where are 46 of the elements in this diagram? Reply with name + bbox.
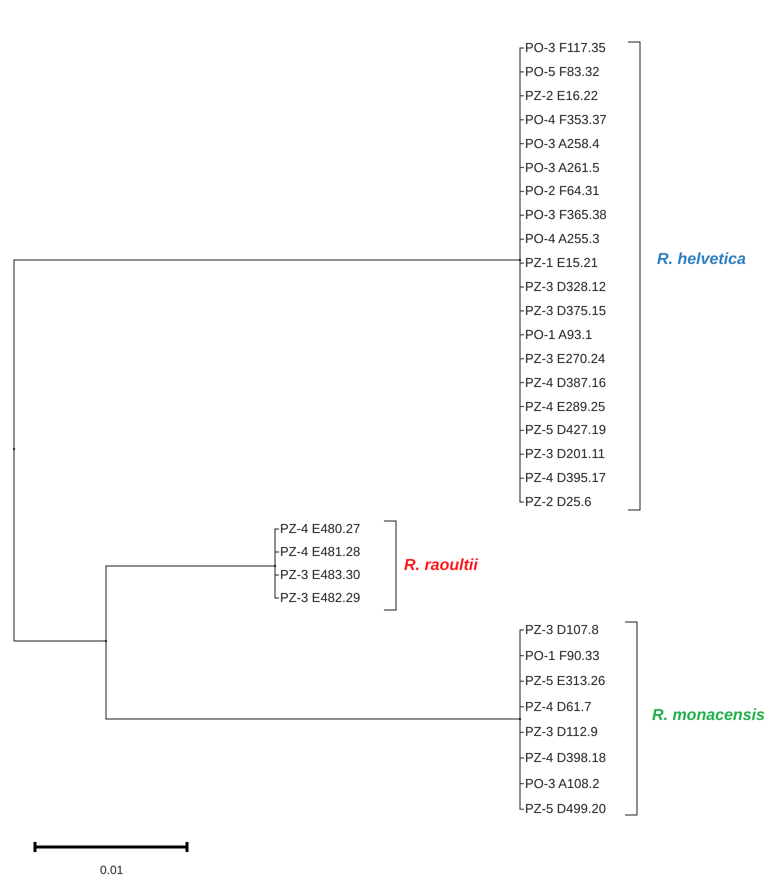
taxon-label: PZ-3 E482.29	[280, 590, 360, 606]
tree-branch	[274, 552, 280, 566]
taxon-label: PO-1 F90.33	[525, 648, 600, 664]
tree-branch	[520, 720, 524, 810]
taxon-label: PO-4 A255.3	[525, 231, 600, 248]
tree-branch	[106, 566, 274, 640]
taxon-label: PZ-4 D398.18	[525, 750, 606, 766]
taxon-label: PZ-4 E480.27	[280, 521, 360, 537]
taxon-label: PO-1 A93.1	[525, 326, 592, 343]
taxon-label: PO-2 F64.31	[525, 183, 600, 200]
scale-label: 0.01	[100, 862, 124, 876]
taxon-label: PZ-4 D61.7	[525, 698, 592, 715]
taxon-label: PZ-4 D387.16	[525, 374, 606, 391]
tree-branch	[274, 566, 280, 598]
taxon-label: PO-3 F365.38	[525, 207, 607, 224]
taxon-label: PZ-3 D201.11	[525, 446, 605, 462]
taxon-label: PZ-3 D107.8	[525, 622, 599, 638]
tree-branch	[106, 642, 520, 720]
taxon-label: PZ-3 E483.30	[280, 567, 360, 583]
taxon-label: PZ-4 E481.28	[280, 544, 360, 560]
taxon-label: PZ-5 D427.19	[525, 422, 606, 438]
taxon-label: PO-3 A261.5	[525, 160, 600, 176]
taxon-label: PO-3 F117.35	[525, 40, 606, 56]
tree-branch	[14, 260, 520, 448]
tree-branch	[520, 706, 524, 718]
taxon-label: PZ-3 D112.9	[525, 724, 598, 740]
clade-label: R. raoultii	[404, 556, 478, 576]
taxon-label: PZ-5 E313.26	[525, 673, 606, 690]
taxon-label: PZ-2 E16.22	[525, 88, 598, 104]
taxon-label: PO-3 A258.4	[525, 136, 600, 152]
taxon-label: PZ-4 E289.25	[525, 398, 606, 414]
taxon-label: PO-5 F83.32	[525, 64, 600, 80]
taxon-label: PZ-3 E270.24	[525, 350, 606, 367]
clade-label: R. monacensis	[652, 706, 765, 726]
taxon-label: PZ-3 D375.15	[525, 302, 606, 319]
taxon-label: PZ-2 D25.6	[525, 494, 592, 510]
clade-label: R. helvetica	[657, 250, 746, 270]
taxon-label: PZ-4 D395.17	[525, 470, 606, 486]
taxon-label: PZ-3 D328.12	[525, 279, 606, 295]
taxon-label: PZ-5 D499.20	[525, 801, 606, 818]
taxon-label: PO-3 A108.2	[525, 776, 600, 792]
tree-branch	[14, 450, 106, 642]
tree-branch	[520, 238, 524, 260]
tree-branch	[520, 260, 524, 264]
taxon-label: PZ-1 E15.21	[525, 255, 598, 272]
taxon-label: PO-4 F353.37	[525, 112, 607, 128]
